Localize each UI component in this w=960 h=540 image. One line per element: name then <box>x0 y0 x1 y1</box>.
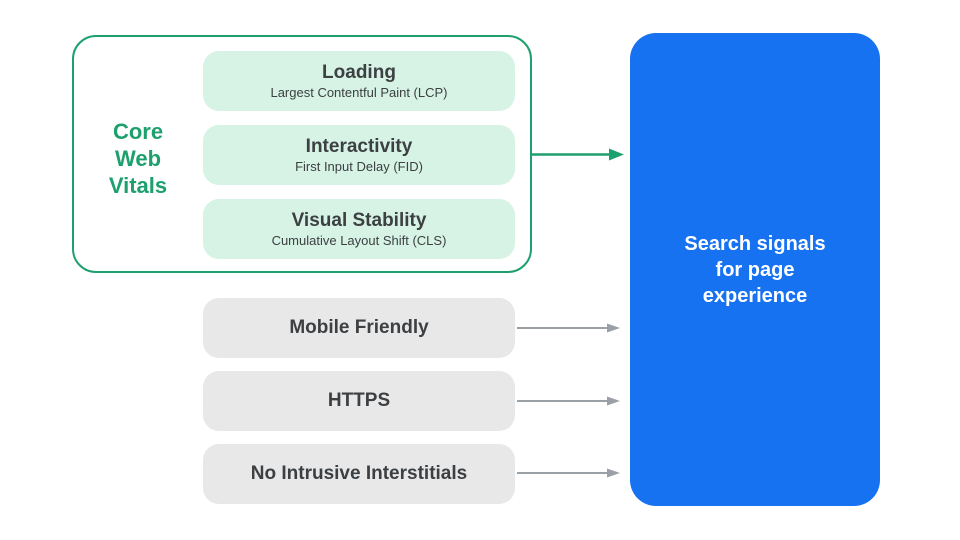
signal-card-no-intrusive-interstitials: No Intrusive Interstitials <box>203 444 515 504</box>
vital-card-visual-stability: Visual Stability Cumulative Layout Shift… <box>203 199 515 259</box>
https-arrow-icon <box>517 396 620 406</box>
vital-card-loading: Loading Largest Contentful Paint (LCP) <box>203 51 515 111</box>
search-signals-panel: Search signals for page experience <box>630 33 880 506</box>
core-web-vitals-label: Core Web Vitals <box>108 119 168 198</box>
signal-label: Mobile Friendly <box>289 317 429 338</box>
core-web-vitals-arrow-icon <box>531 148 624 161</box>
vital-subtitle: First Input Delay (FID) <box>295 159 423 174</box>
vital-title: Interactivity <box>305 136 413 157</box>
signal-label: No Intrusive Interstitials <box>250 463 468 484</box>
signal-card-https: HTTPS <box>203 371 515 431</box>
vital-subtitle: Cumulative Layout Shift (CLS) <box>271 233 447 248</box>
search-signals-label: Search signals for page experience <box>684 232 826 307</box>
vital-title: Visual Stability <box>291 210 427 231</box>
signal-card-mobile-friendly: Mobile Friendly <box>203 298 515 358</box>
signal-label: HTTPS <box>327 390 391 411</box>
no-intrusive-interstitials-arrow-icon <box>517 468 620 478</box>
vital-subtitle: Largest Contentful Paint (LCP) <box>270 85 448 100</box>
vital-title: Loading <box>322 62 396 83</box>
vital-card-interactivity: Interactivity First Input Delay (FID) <box>203 125 515 185</box>
mobile-friendly-arrow-icon <box>517 323 620 333</box>
